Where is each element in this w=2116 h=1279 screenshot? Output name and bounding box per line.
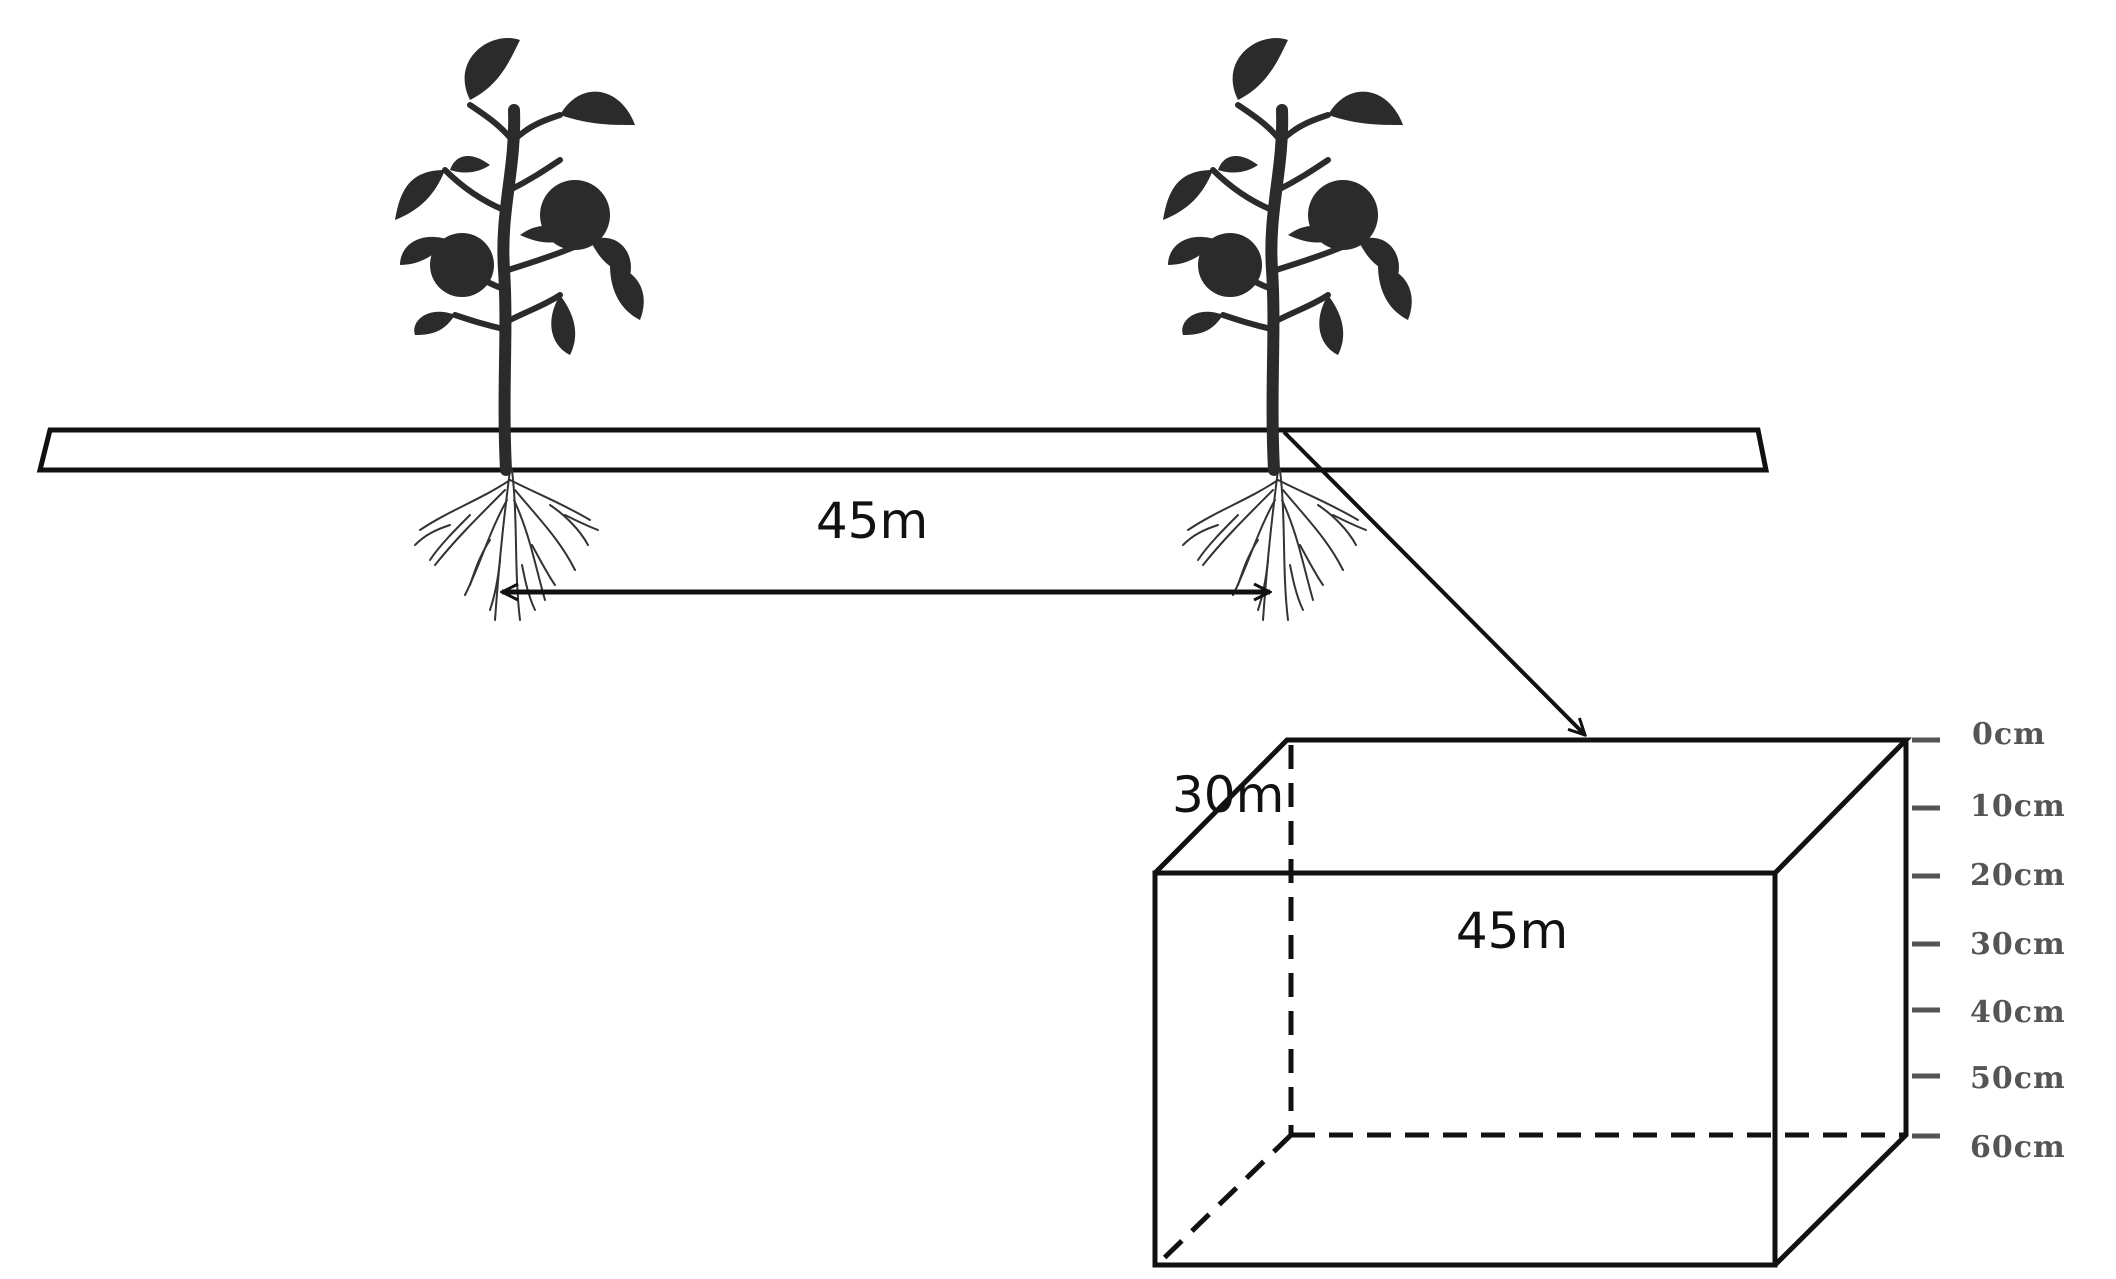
depth-tick-label: 20cm xyxy=(1970,858,2066,893)
tomato-plant-icon xyxy=(395,38,644,620)
depth-tick-label: 60cm xyxy=(1970,1130,2066,1165)
depth-tick-label: 10cm xyxy=(1970,789,2066,824)
plant-spacing-label: 45m xyxy=(816,492,928,550)
depth-scale: 0cm 10cm 20cm 30cm 40cm 50cm 60cm xyxy=(1912,717,2066,1165)
pointer-arrow xyxy=(1282,430,1585,735)
ground-strip xyxy=(36,427,1770,473)
depth-tick-label: 40cm xyxy=(1970,995,2066,1030)
box-width-label: 45m xyxy=(1456,902,1568,960)
depth-tick-label: 30cm xyxy=(1970,927,2066,962)
tomato-plant-icon xyxy=(1163,38,1412,620)
depth-tick-label: 50cm xyxy=(1970,1061,2066,1096)
depth-tick-label: 0cm xyxy=(1972,717,2046,752)
soil-sample-box xyxy=(1152,737,1912,1268)
box-depth-label: 30m xyxy=(1172,766,1284,824)
